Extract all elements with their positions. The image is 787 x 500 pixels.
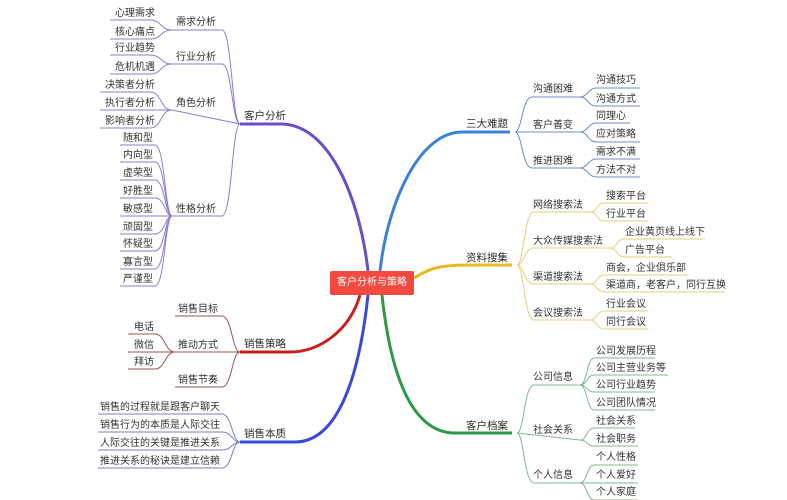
leaf-essence-2[interactable]: 销售行为的本质是人际交往 xyxy=(100,420,220,431)
branch-line-data-collection xyxy=(413,263,512,280)
leaf-executor[interactable]: 执行者分析 xyxy=(105,98,155,109)
leaf-essence-4[interactable]: 推进关系的秘诀是建立信赖 xyxy=(100,456,220,467)
leaf-wrong-method[interactable]: 方法不对 xyxy=(596,165,636,176)
leaf-sensitive[interactable]: 敏感型 xyxy=(123,204,153,215)
node-sales-strategy[interactable]: 销售策略 xyxy=(244,338,286,350)
leaf-reticent[interactable]: 寡言型 xyxy=(123,257,153,268)
node-meeting-search[interactable]: 会议搜索法 xyxy=(533,308,583,319)
node-three-difficulties[interactable]: 三大难题 xyxy=(466,118,508,130)
leaf-personal-hobbies[interactable]: 个人爱好 xyxy=(596,470,636,481)
leaf-industry-trends[interactable]: 行业趋势 xyxy=(115,43,155,54)
leaf-coping-strategy[interactable]: 应对策略 xyxy=(596,129,636,140)
leaf-visit[interactable]: 拜访 xyxy=(134,357,154,368)
leaf-social-positions[interactable]: 社会职务 xyxy=(596,434,636,445)
leaf-psychological-needs[interactable]: 心理需求 xyxy=(115,8,155,19)
leaf-essence-1[interactable]: 销售的过程就是跟客户聊天 xyxy=(100,402,220,413)
leaf-suspicious[interactable]: 怀疑型 xyxy=(123,239,153,250)
node-online-search[interactable]: 网络搜索法 xyxy=(533,200,583,211)
node-personal-info[interactable]: 个人信息 xyxy=(533,470,573,481)
leaf-company-history[interactable]: 公司发展历程 xyxy=(596,346,656,357)
leaf-competitive[interactable]: 好胜型 xyxy=(123,186,153,197)
node-social-relations[interactable]: 社会关系 xyxy=(533,425,573,436)
node-customer-analysis[interactable]: 客户分析 xyxy=(244,110,286,122)
leaf-personal-family[interactable]: 个人家庭 xyxy=(596,487,636,498)
leaf-empathy[interactable]: 同理心 xyxy=(596,111,626,122)
leaf-crisis-opportunity[interactable]: 危机机遇 xyxy=(115,62,155,73)
leaf-yellow-pages[interactable]: 企业黄页线上线下 xyxy=(625,227,705,238)
node-sales-target[interactable]: 销售目标 xyxy=(178,304,218,315)
node-advancement-difficulty[interactable]: 推进困难 xyxy=(533,156,573,167)
node-sales-essence[interactable]: 销售本质 xyxy=(244,428,286,440)
node-channel-search[interactable]: 渠道搜索法 xyxy=(533,272,583,283)
leaf-decision-maker[interactable]: 决策者分析 xyxy=(105,80,155,91)
leaf-vain[interactable]: 虚荣型 xyxy=(123,168,153,179)
node-fickle-customer[interactable]: 客户善变 xyxy=(533,120,573,131)
leaf-channel-exchange[interactable]: 渠道商，老客户，同行互换 xyxy=(606,280,726,291)
leaf-communication-methods[interactable]: 沟通方式 xyxy=(596,94,636,105)
leaf-company-industry-trend[interactable]: 公司行业趋势 xyxy=(596,380,656,391)
leaf-industry-meeting[interactable]: 行业会议 xyxy=(606,299,646,310)
node-customer-file[interactable]: 客户档案 xyxy=(466,420,508,432)
leaf-phone[interactable]: 电话 xyxy=(134,322,154,333)
leaf-industry-platform[interactable]: 行业平台 xyxy=(606,209,646,220)
leaf-chamber-club[interactable]: 商会，企业俱乐部 xyxy=(606,263,686,274)
node-communication-difficulty[interactable]: 沟通困难 xyxy=(533,84,573,95)
branch-line-sales-essence xyxy=(240,294,370,444)
branch-line-customer-file xyxy=(380,294,512,435)
node-role-analysis[interactable]: 角色分析 xyxy=(176,98,216,109)
leaf-rigorous[interactable]: 严谨型 xyxy=(123,274,153,285)
leaf-easygoing[interactable]: 随和型 xyxy=(123,133,153,144)
leaf-unmet-needs[interactable]: 需求不满 xyxy=(596,147,636,158)
leaf-core-pain-points[interactable]: 核心痛点 xyxy=(115,27,155,38)
node-company-info[interactable]: 公司信息 xyxy=(533,372,573,383)
node-sales-rhythm[interactable]: 销售节奏 xyxy=(178,375,218,386)
leaf-influencer[interactable]: 影响者分析 xyxy=(105,116,155,127)
node-push-method[interactable]: 推动方式 xyxy=(178,340,218,351)
node-industry-analysis[interactable]: 行业分析 xyxy=(176,52,216,63)
leaf-company-team[interactable]: 公司团队情况 xyxy=(596,398,656,409)
root-node[interactable]: 客户分析与策略 xyxy=(330,271,414,295)
leaf-company-business[interactable]: 公司主营业务等 xyxy=(596,363,666,374)
node-demand-analysis[interactable]: 需求分析 xyxy=(176,17,216,28)
leaf-peer-meeting[interactable]: 同行会议 xyxy=(606,317,646,328)
leaf-ad-platform[interactable]: 广告平台 xyxy=(625,245,665,256)
branch-line-three-difficulties xyxy=(378,130,510,272)
node-personality-analysis[interactable]: 性格分析 xyxy=(176,204,216,215)
leaf-communication-skills[interactable]: 沟通技巧 xyxy=(596,75,636,86)
leaf-personal-character[interactable]: 个人性格 xyxy=(596,452,636,463)
leaf-introvert[interactable]: 内向型 xyxy=(123,150,153,161)
branch-line-sales-strategy xyxy=(240,294,362,354)
leaf-wechat[interactable]: 微信 xyxy=(134,340,154,351)
leaf-essence-3[interactable]: 人际交往的关键是推进关系 xyxy=(100,438,220,449)
branch-line-customer-analysis xyxy=(240,122,370,272)
node-mass-media-search[interactable]: 大众传媒搜索法 xyxy=(533,236,603,247)
leaf-social-relations[interactable]: 社会关系 xyxy=(596,416,636,427)
node-data-collection[interactable]: 资料搜集 xyxy=(466,252,508,264)
leaf-search-platform[interactable]: 搜索平台 xyxy=(606,191,646,202)
leaf-stubborn[interactable]: 顽固型 xyxy=(123,222,153,233)
